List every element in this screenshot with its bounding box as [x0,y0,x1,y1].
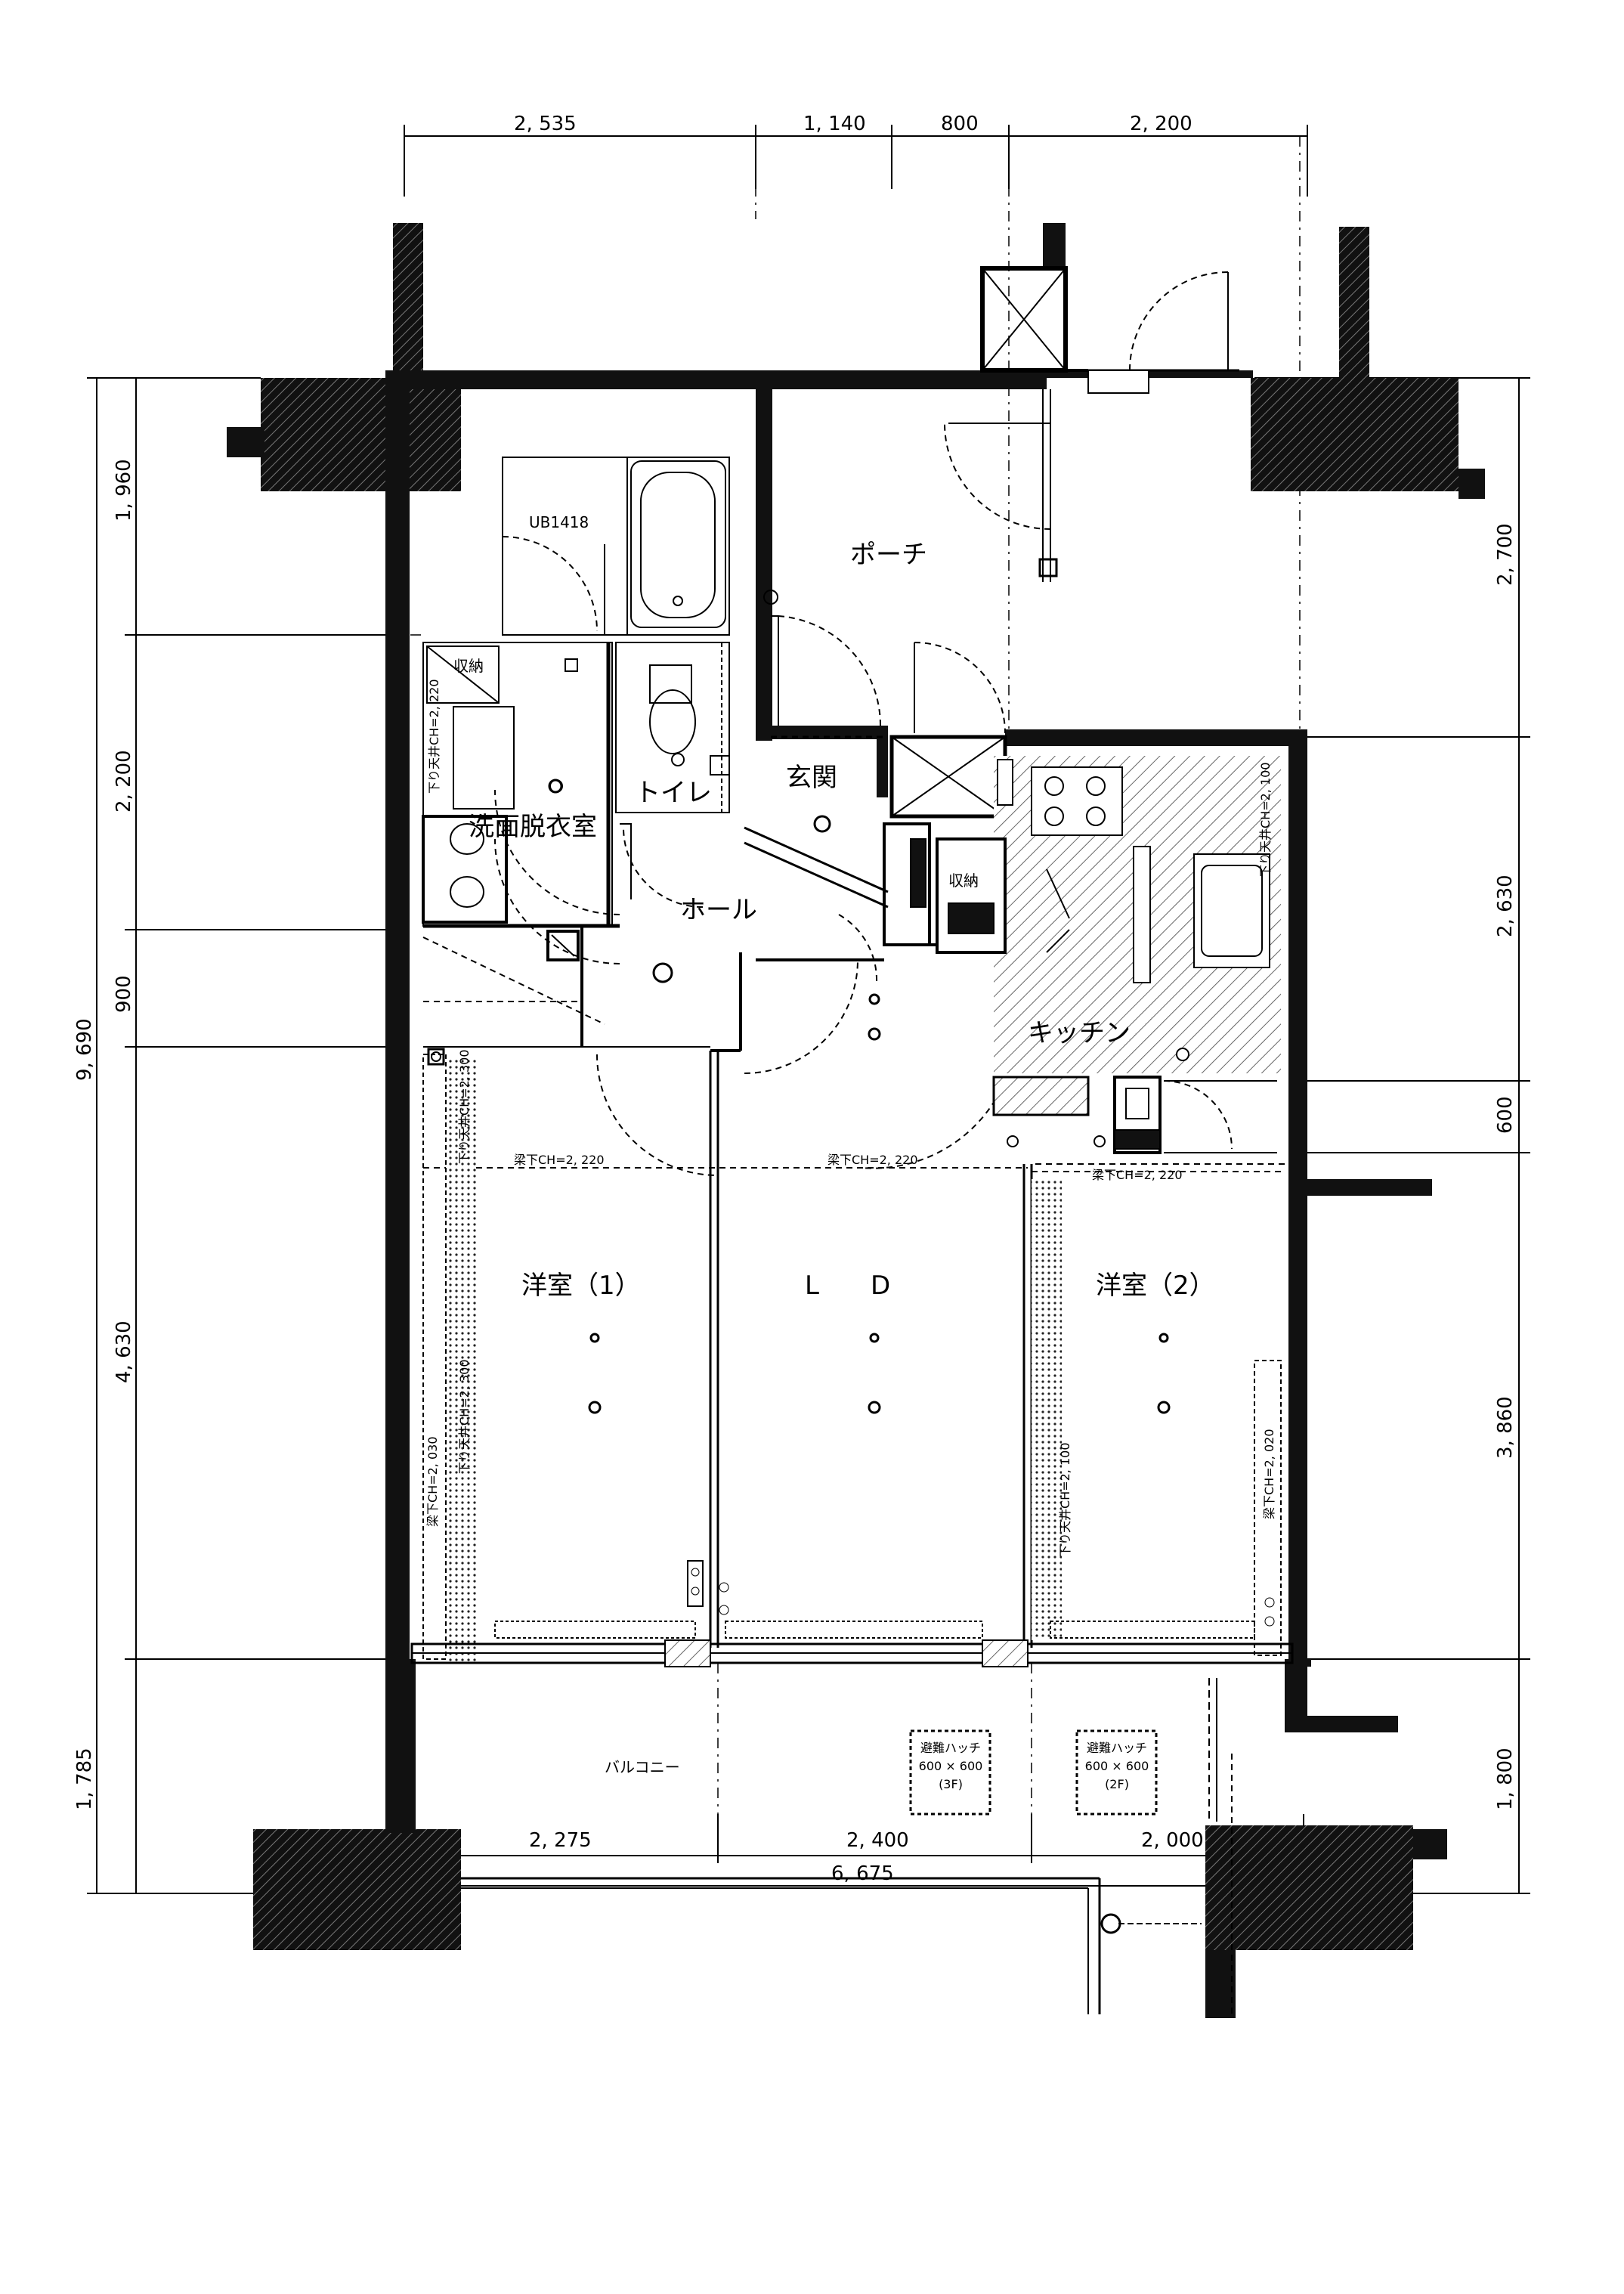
dim-right-1: 2, 700 [1494,523,1517,586]
dim-right-5: 1, 800 [1494,1748,1517,1810]
dim-bottom-1: 2, 275 [529,1829,592,1852]
hatch-2-title: 避難ハッチ [1087,1741,1147,1755]
dim-top-4: 2, 200 [1130,113,1192,135]
hatch-1-title: 避難ハッチ [920,1741,981,1755]
dim-top-2: 1, 140 [803,113,866,135]
ceiling-lights [548,779,1171,1414]
toilet-room [615,642,730,908]
entrance [744,590,1007,946]
note-right-wall: 梁下CH=2, 020 [1262,1429,1276,1519]
dim-left-1: 1, 960 [113,459,135,522]
note-w1-vertical: 下り天井CH=2, 300 [457,1359,472,1474]
dim-left-5: 1, 785 [73,1748,96,1810]
room-label-kitchen: キッチン [1028,1018,1131,1048]
dim-top-1: 2, 535 [514,113,577,135]
room-label-balcony: バルコニー [605,1758,680,1776]
hall [422,838,1006,1176]
note-wash-vertical: 下り天井CH=2, 220 [427,679,441,794]
room-label-storage-wash: 収納 [453,657,484,675]
structural-columns [227,223,1485,2018]
room-label-western2: 洋室（2） [1096,1271,1215,1301]
dim-right-3: 600 [1494,1096,1517,1134]
hatch-1-floor: (3F) [939,1777,963,1791]
note-ld: 梁下CH=2, 220 [827,1153,918,1167]
room-label-toilet: トイレ [635,778,712,808]
dim-left-2: 2, 200 [113,750,135,813]
dim-top-3: 800 [941,113,979,135]
room-label-storage-hall: 収納 [948,871,979,890]
washroom [422,642,620,928]
kitchen [936,756,1288,1165]
dim-left-total: 9, 690 [73,1018,96,1081]
room-label-entrance: 玄関 [786,763,837,793]
dim-left-4: 4, 630 [113,1320,135,1383]
note-w2: 梁下CH=2, 220 [1092,1168,1183,1182]
note-w1: 梁下CH=2, 220 [514,1153,605,1167]
room-label-western1: 洋室（1） [521,1271,641,1301]
balcony [461,1678,1233,2018]
hatch-2-size: 600 × 600 [1085,1759,1149,1773]
room-label-washroom: 洗面脱衣室 [469,812,597,842]
dim-bottom-2: 2, 400 [846,1829,909,1852]
ceiling-notes: 梁下CH=2, 220 梁下CH=2, 220 梁下CH=2, 220 梁下CH… [425,679,1276,1557]
room-labels: UB1418 ポーチ 玄関 トイレ 洗面脱衣室 収納 収納 ホール キッチン 洋… [453,513,1215,1776]
note-hall-vertical: 下り天井CH=2, 300 [457,1049,472,1164]
note-left-wall: 梁下CH=2, 030 [425,1436,440,1527]
room-label-ub: UB1418 [529,513,589,531]
unit-bath [502,457,730,636]
room-label-porch: ポーチ [850,540,927,570]
porch-area [944,266,1239,582]
dim-right-4: 3, 860 [1494,1396,1517,1459]
room-label-hall: ホール [680,895,757,925]
room-label-ld: L D [805,1271,890,1301]
evacuation-hatch-1: 避難ハッチ 600 × 600 (3F) [919,1741,983,1791]
note-ld-vertical: 下り天井CH=2, 100 [1058,1442,1072,1557]
window-wall [410,1560,1294,1667]
dim-left-3: 900 [113,975,135,1013]
dim-right-2: 2, 630 [1494,875,1517,937]
interior-partitions [422,1051,1285,1663]
evacuation-hatch-2: 避難ハッチ 600 × 600 (2F) [1085,1741,1149,1791]
exterior-walls [385,370,1432,1833]
hatch-2-floor: (2F) [1105,1777,1129,1791]
note-kitchen-vertical: 下り天井CH=2, 100 [1258,762,1273,877]
dim-bottom-3: 2, 000 [1141,1829,1204,1852]
dim-bottom-total: 6, 675 [831,1862,894,1885]
hatch-1-size: 600 × 600 [919,1759,983,1773]
dimension-labels: 2, 535 1, 140 800 2, 200 2, 275 2, 400 2… [73,113,1517,1885]
